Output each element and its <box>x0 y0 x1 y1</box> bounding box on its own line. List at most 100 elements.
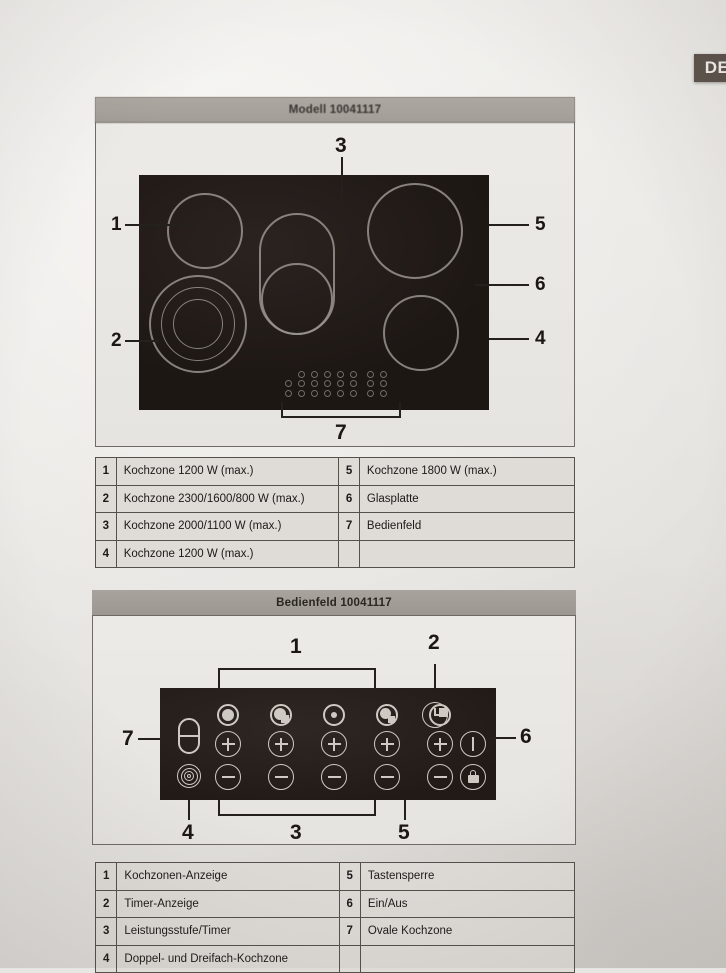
callout-cooktop-2: 2 <box>111 330 122 351</box>
table-row: 3 Leistungsstufe/Timer 7 Ovale Kochzone <box>94 917 576 946</box>
legend-number: 5 <box>338 457 360 486</box>
bracket-panel-3 <box>218 800 376 816</box>
control-panel-surface <box>160 688 496 800</box>
legend-label: Kochzone 1200 W (max.) <box>115 539 340 568</box>
legend-label: Glasplatte <box>358 484 576 513</box>
figure-cooktop: Modell 10041117 <box>95 97 575 447</box>
legend-number: 6 <box>338 484 360 513</box>
legend-table-cooktop: 1 Kochzone 1200 W (max.) 5 Kochzone 1800… <box>95 457 576 568</box>
cooking-zone-2-inner-ring <box>173 299 223 349</box>
callout-cooktop-4: 4 <box>535 328 546 349</box>
language-tab-de[interactable]: DE <box>694 54 726 82</box>
callout-cooktop-6: 6 <box>535 274 546 295</box>
leader-line-panel-2 <box>434 664 436 688</box>
table-row: 4 Kochzone 1200 W (max.) <box>95 539 576 568</box>
leader-line-panel-4 <box>188 800 190 820</box>
legend-number-empty <box>338 539 360 568</box>
legend-number: 1 <box>95 457 117 486</box>
bracket-cooktop-7 <box>281 402 401 418</box>
legend-number: 4 <box>95 539 117 568</box>
callout-panel-1: 1 <box>290 635 302 658</box>
cooking-zone-5-ring <box>367 183 463 279</box>
legend-number: 5 <box>338 862 361 891</box>
legend-label: Ovale Kochzone <box>359 917 576 946</box>
table-row: 2 Timer-Anzeige 6 Ein/Aus <box>94 889 576 918</box>
legend-number: 6 <box>338 889 361 918</box>
cooktop-control-panel-strip <box>285 371 389 399</box>
callout-panel-5: 5 <box>398 821 410 844</box>
leader-line-cooktop-4 <box>489 338 529 340</box>
callout-cooktop-7: 7 <box>335 421 347 444</box>
zone-indicator-icon-2 <box>270 704 292 726</box>
legend-label: Leistungsstufe/Timer <box>116 917 340 946</box>
zone-1-increase-button[interactable] <box>215 731 241 757</box>
bracket-panel-1 <box>218 668 376 688</box>
legend-label: Bedienfeld <box>358 512 576 541</box>
callout-panel-6: 6 <box>520 725 532 748</box>
legend-label: Kochzone 1200 W (max.) <box>115 457 340 486</box>
cooking-zone-3-inner-ring <box>261 263 333 335</box>
leader-line-cooktop-2 <box>125 340 159 342</box>
legend-label: Timer-Anzeige <box>116 889 340 918</box>
zone-4-increase-button[interactable] <box>374 731 400 757</box>
legend-label: Kochzone 2300/1600/800 W (max.) <box>115 484 340 513</box>
cooking-zone-4-ring <box>383 295 459 371</box>
legend-number: 2 <box>94 889 118 918</box>
legend-label-empty <box>358 539 576 568</box>
zone-indicator-icon-4 <box>376 704 398 726</box>
leader-line-cooktop-1 <box>125 224 189 226</box>
zone-1-decrease-button[interactable] <box>215 764 241 790</box>
table-row: 4 Doppel- und Dreifach-Kochzone <box>94 944 576 973</box>
figure-control-panel-title: Bedienfeld 10041117 <box>92 590 576 616</box>
legend-number: 7 <box>338 512 360 541</box>
cooking-zone-2-outer-ring <box>149 275 247 373</box>
legend-label-empty <box>359 944 576 973</box>
legend-number: 1 <box>94 862 118 891</box>
leader-line-panel-5 <box>404 800 406 820</box>
legend-number: 3 <box>94 917 118 946</box>
cooktop-glass-surface <box>139 175 489 410</box>
table-row: 1 Kochzone 1200 W (max.) 5 Kochzone 1800… <box>95 457 576 486</box>
zone-4-decrease-button[interactable] <box>374 764 400 790</box>
leader-line-panel-7 <box>138 738 166 740</box>
zone-2-increase-button[interactable] <box>268 731 294 757</box>
legend-number: 3 <box>95 512 117 541</box>
legend-number: 4 <box>94 944 118 973</box>
figure-control-panel: Bedienfeld 10041117 <box>92 590 576 845</box>
table-row: 2 Kochzone 2300/1600/800 W (max.) 6 Glas… <box>95 484 576 513</box>
legend-number: 7 <box>338 917 361 946</box>
zone-5-increase-button[interactable] <box>427 731 453 757</box>
key-lock-icon[interactable] <box>460 764 486 790</box>
cooking-zone-1-ring <box>167 193 243 269</box>
callout-panel-7: 7 <box>122 727 134 750</box>
table-row: 3 Kochzone 2000/1100 W (max.) 7 Bedienfe… <box>95 512 576 541</box>
legend-label: Doppel- und Dreifach-Kochzone <box>116 944 340 973</box>
legend-table-control-panel: 1 Kochzonen-Anzeige 5 Tastensperre 2 Tim… <box>94 862 576 973</box>
power-button[interactable] <box>460 731 486 757</box>
legend-number-empty <box>338 944 361 973</box>
legend-label: Kochzone 1800 W (max.) <box>358 457 576 486</box>
callout-panel-2: 2 <box>428 631 440 654</box>
cooking-zone-2-middle-ring <box>161 287 235 361</box>
leader-line-panel-6 <box>492 737 516 739</box>
legend-label: Tastensperre <box>359 862 576 891</box>
table-row: 1 Kochzonen-Anzeige 5 Tastensperre <box>94 862 576 891</box>
legend-label: Ein/Aus <box>359 889 576 918</box>
zone-3-increase-button[interactable] <box>321 731 347 757</box>
callout-cooktop-1: 1 <box>111 214 122 235</box>
legend-label: Kochzonen-Anzeige <box>116 862 340 891</box>
figure-cooktop-title: Modell 10041117 <box>95 97 575 123</box>
leader-line-cooktop-5 <box>489 224 529 226</box>
oval-zone-icon[interactable] <box>178 718 200 754</box>
zone-indicator-icon-1 <box>217 704 239 726</box>
multi-ring-zone-icon[interactable] <box>177 764 201 788</box>
callout-cooktop-5: 5 <box>535 214 546 235</box>
callout-cooktop-3: 3 <box>335 134 347 157</box>
zone-5-decrease-button[interactable] <box>427 764 453 790</box>
leader-line-cooktop-6 <box>475 284 529 286</box>
legend-label: Kochzone 2000/1100 W (max.) <box>115 512 340 541</box>
timer-indicator-icon <box>422 702 448 728</box>
zone-2-decrease-button[interactable] <box>268 764 294 790</box>
zone-3-decrease-button[interactable] <box>321 764 347 790</box>
callout-panel-3: 3 <box>290 821 302 844</box>
